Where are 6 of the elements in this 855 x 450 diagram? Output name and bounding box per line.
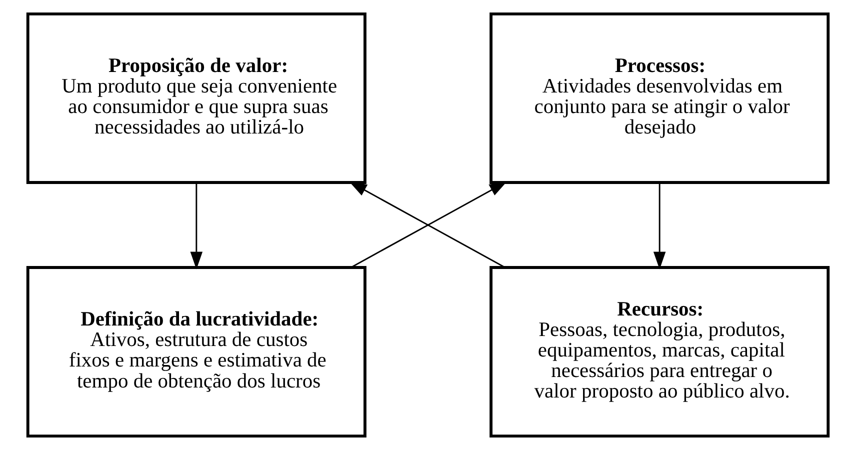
- arrow: [190, 182, 202, 270]
- arrow: [652, 182, 666, 270]
- node-box: Processos: Atividades desenvolvidas em conjunto para se atingir o valor desejado: [489, 12, 830, 184]
- node-box: Proposição de valor: Um produto que seja conveniente ao consumidor e que supra suas necessidades ao utilizá-lo: [26, 12, 366, 184]
- node-box: Recursos: Pessoas, tecnologia, produtos, equipamentos, marcas, capital necessários para entregar o valor proposto ao público alvo.: [489, 266, 830, 438]
- node-box: Definição da lucratividade: Ativos, estrutura de custos fixos e margens e estimativa de tempo de obtenção dos lucros: [26, 266, 366, 438]
